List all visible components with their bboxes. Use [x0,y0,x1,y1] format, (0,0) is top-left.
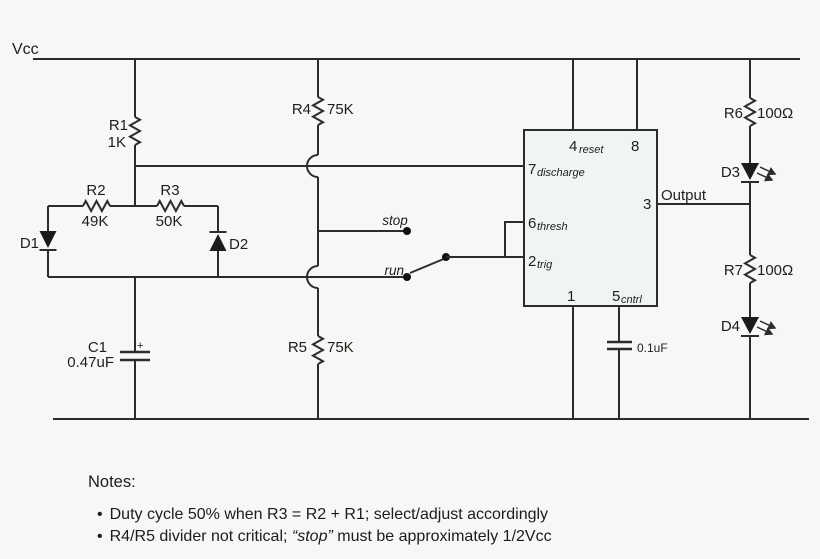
resistor-r1 [127,59,143,206]
led-d3 [741,126,777,183]
switch-arm [409,257,447,274]
r5-value-label: 75K [327,339,354,356]
diode-d1 [39,206,57,277]
pin4-number: 4 [569,138,577,155]
led-emission-arrow [756,326,774,336]
pin1-number: 1 [567,288,575,305]
run-contact [403,273,411,281]
pin8-number: 8 [631,138,639,155]
pin5-name: cntrl [621,294,642,306]
r2-ref-label: R2 [86,182,105,199]
r4-ref-label: R4 [292,101,311,118]
led-d4 [741,317,777,419]
pin2-name: trig [537,259,553,271]
r4-value-label: 75K [327,101,354,118]
wire-hop-run [306,265,319,289]
led-emission-arrow [759,166,777,176]
note-divider-text-pre: R4/R5 divider not critical; [109,528,292,545]
c1-value-label: 0.47uF [67,354,114,371]
vcc-label: Vcc [12,41,39,58]
notes-heading: Notes: [88,473,136,491]
capacitor-c1 [120,277,150,419]
c2-value-label: 0.1uF [637,341,668,355]
capacitor-c2 [607,306,632,419]
note-duty-cycle-text: Duty cycle 50% when R3 = R2 + R1; select… [109,506,549,523]
resistor-r3 [110,198,218,214]
notes-list: Duty cycle 50% when R3 = R2 + R1; select… [88,504,648,548]
stop-label: stop [382,213,408,228]
resistor-r4 [310,59,326,126]
stop-contact [403,227,411,235]
r1-value-label: 1K [108,134,126,151]
r1-ref-label: R1 [109,117,128,134]
switch-run-stop [318,221,524,281]
notes-section: Notes: Duty cycle 50% when R3 = R2 + R1;… [88,473,648,548]
d4-ref-label: D4 [721,318,740,335]
note-duty-cycle: Duty cycle 50% when R3 = R2 + R1; select… [97,504,648,526]
ic-555 [523,129,658,307]
pin7-name: discharge [537,167,585,179]
resistor-r7 [742,254,758,317]
note-divider: R4/R5 divider not critical; “stop” must … [97,526,648,548]
r7-ref-label: R7 [724,262,743,279]
d3-ref-label: D3 [721,164,740,181]
r3-value-label: 50K [156,213,183,230]
pin6-number: 6 [528,215,536,232]
note-divider-text-stop: “stop” [291,528,333,545]
r7-value-label: 100Ω [757,262,793,279]
pin3-number: 3 [643,196,651,213]
note-divider-text-post: must be approximately 1/2Vcc [332,528,552,545]
r5-ref-label: R5 [288,339,307,356]
resistor-r2 [48,198,111,214]
pin5-number: 5 [612,288,620,305]
wire-divider-column [306,125,319,336]
wire-thresh-tie [504,221,524,257]
run-label: run [384,263,404,278]
r3-ref-label: R3 [160,182,179,199]
d2-ref-label: D2 [229,236,248,253]
diode-d2 [209,206,227,277]
c1-polarity-mark: + [137,340,143,352]
led-emission-arrow [759,320,777,330]
pin2-number: 2 [528,253,536,270]
pin7-number: 7 [528,161,536,178]
pin4-name: reset [579,144,604,156]
pin6-name: thresh [537,221,568,233]
resistor-r6 [742,59,758,127]
wire-hop-discharge [306,154,319,178]
r2-value-label: 49K [82,213,109,230]
d1-ref-label: D1 [20,235,39,252]
r6-ref-label: R6 [724,105,743,122]
output-label: Output [661,187,707,204]
resistor-r5 [310,335,326,419]
led-emission-arrow [756,172,774,182]
c1-ref-label: C1 [88,339,107,356]
r6-value-label: 100Ω [757,105,793,122]
